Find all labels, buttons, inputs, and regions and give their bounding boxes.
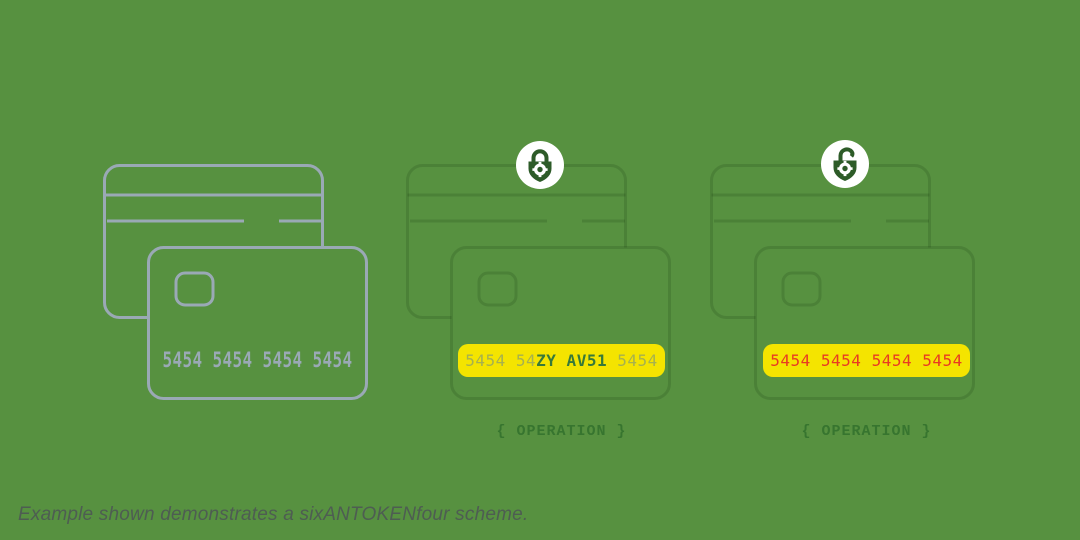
example-caption: Example shown demonstrates a sixANTOKENf… bbox=[18, 504, 529, 525]
lock-open-icon bbox=[821, 140, 869, 188]
payment-card-illustration: 5454 5454 5454 5454 bbox=[103, 164, 368, 400]
token-value: ZY AV51 bbox=[536, 351, 608, 370]
card-chip-icon bbox=[477, 271, 518, 307]
card-chip-icon bbox=[781, 271, 822, 307]
card-front bbox=[147, 246, 368, 400]
detokenized-pan-highlight: 5454 5454 5454 5454 bbox=[763, 344, 970, 377]
pan-digits: 5454 5454 5454 5454 bbox=[770, 351, 963, 370]
pan-prefix: 5454 54 bbox=[465, 351, 537, 370]
detokenize-operation-label: { OPERATION } bbox=[801, 423, 932, 440]
card-chip-icon bbox=[174, 271, 215, 307]
lock-closed-icon bbox=[516, 141, 564, 189]
card-number: 5454 5454 5454 5454 bbox=[163, 348, 353, 372]
pan-suffix: 5454 bbox=[607, 351, 658, 370]
tokenize-operation-label: { OPERATION } bbox=[496, 423, 627, 440]
